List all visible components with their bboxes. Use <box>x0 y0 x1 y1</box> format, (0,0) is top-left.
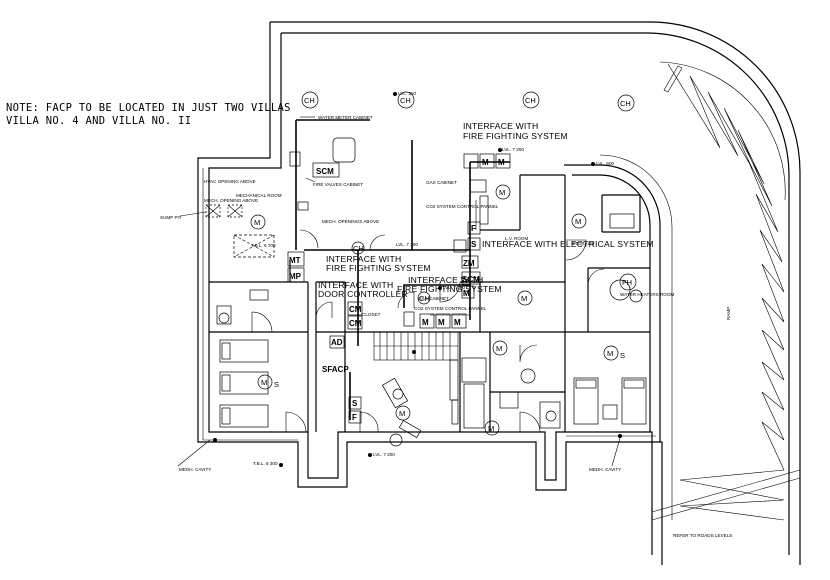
level-700: T.B.L. 6 700 <box>251 243 276 248</box>
m-box-2: M <box>498 158 505 167</box>
s-label: S <box>471 240 477 249</box>
m-symbol: M <box>575 217 581 226</box>
lv-room-label: L.V. ROOM <box>505 236 528 241</box>
m-symbol: M <box>488 424 494 433</box>
m-symbol: M <box>496 344 502 353</box>
fh-symbol: FH <box>622 278 632 287</box>
f-label: F <box>471 224 476 233</box>
interface-door-1: INTERFACE WITH <box>318 280 393 290</box>
cm1-label: CM <box>349 305 362 314</box>
note-line-2: VILLA NO. 4 AND VILLA NO. II <box>6 115 191 127</box>
interior-walls <box>209 174 650 432</box>
s-symbol: S <box>274 380 279 389</box>
interface-fire-mid-1: INTERFACE WITH <box>326 254 401 264</box>
s-panel-label: S <box>352 399 358 408</box>
equipment-boxes: SCM MT MP CM CM AD SFACP S F M M F S ZM … <box>287 153 511 424</box>
level-200c: LVL. 7 200 <box>373 452 395 457</box>
interface-electrical: INTERFACE WITH ELECTRICAL SYSTEM <box>482 239 654 249</box>
level-300b: T.B.L. 6 300 <box>253 461 278 466</box>
m-symbol: M <box>499 188 505 197</box>
medh-cavity2-label: MEDH. CAVITY <box>589 467 621 472</box>
m-box-1: M <box>482 158 489 167</box>
m-box-low-2: M <box>438 318 445 327</box>
sfacp-label: SFACP <box>322 365 349 374</box>
interface-fire-low-2: FIRE FIGHTING SYSTEM <box>397 284 502 294</box>
small-labels: WATER METER CABINET FIRE VALVES CABINET … <box>160 91 732 538</box>
cm2-label: CM <box>349 319 362 328</box>
ch-symbol: CH <box>353 244 364 253</box>
interface-door-2: DOOR CONTROLLER <box>318 289 408 299</box>
smoke-detectors: M M M M M M S M S M M FH <box>250 184 637 436</box>
sump-pit-label: SUMP PIT <box>160 215 182 220</box>
interface-fire-low-1: INTERFACE WITH <box>408 275 483 285</box>
gas-cabinet-label: GAS CABINET <box>426 180 457 185</box>
storage-label: STORAGE <box>572 241 594 246</box>
ch-symbol: CH <box>620 99 631 108</box>
furniture <box>205 137 647 447</box>
m-box-low-3: M <box>454 318 461 327</box>
ramp-zigzag: RAMP <box>651 63 801 521</box>
hvac-label: HVAC OPENING ABOVE <box>204 179 256 184</box>
level-markers <box>213 92 622 467</box>
leader-lines <box>177 116 621 467</box>
roads-label: REFER TO ROADS LEVELS <box>673 533 732 538</box>
m-box-mid: M <box>463 289 470 298</box>
exterior-walls <box>197 21 801 565</box>
m-symbol: M <box>607 349 613 358</box>
m-symbol: M <box>399 409 405 418</box>
m-symbol: M <box>261 378 267 387</box>
ch-symbol: CH <box>525 96 536 105</box>
gas-cabinet2-label: GAS CABINET <box>418 296 449 301</box>
medh-cavity-label: MEDH. CAVITY <box>179 467 211 472</box>
cable-routing <box>202 119 656 441</box>
ch-symbol: CH <box>400 96 411 105</box>
mech-opening-label: MECH. OPENING ABOVE <box>204 198 258 203</box>
mech-opening2-label: MECH. OPENINGS ABOVE <box>322 219 379 224</box>
closet-label: CLOSET <box>362 312 381 317</box>
water-meter-label: WATER METER CABINET <box>318 115 373 120</box>
scm-top-label: SCM <box>316 167 334 176</box>
level-200: LVL. 7 200 <box>502 147 524 152</box>
m-box-low-1: M <box>422 318 429 327</box>
co2-2-label: CO2 SYSTEM CONTROL PANNEL <box>414 306 487 311</box>
ch-symbol: CH <box>304 96 315 105</box>
ramp-label: RAMP <box>726 307 731 320</box>
scm-mid-label: SCM <box>462 275 480 284</box>
level-200b: LVL. 7 200 <box>443 285 465 290</box>
m-symbol: M <box>521 294 527 303</box>
mp-label: MP <box>289 272 302 281</box>
door-swings <box>251 229 605 433</box>
m-symbol: M <box>254 218 260 227</box>
fire-valves-label: FIRE VALVES CABINET <box>313 182 363 187</box>
level-350: LVL. 350 <box>398 91 416 96</box>
water-heaters-label: WATER HEATERS ROOM <box>620 292 674 297</box>
interface-fire-top-2: FIRE FIGHTING SYSTEM <box>463 131 568 141</box>
level-300: LVL. 7 300 <box>396 242 418 247</box>
interface-fire-mid-2: FIRE FIGHTING SYSTEM <box>326 263 431 273</box>
ch-symbol: CH <box>419 294 430 303</box>
ceiling-heat-detectors: CH CH CH CH CH CH <box>301 91 635 305</box>
staircase <box>373 331 459 361</box>
interface-fire-top-1: INTERFACE WITH <box>463 121 538 131</box>
mt-label: MT <box>289 256 301 265</box>
mech-room-label: MECHANICAL ROOM <box>236 193 282 198</box>
s-symbol: S <box>620 351 625 360</box>
co2-label: CO2 SYSTEM CONTROL PANNEL <box>426 204 499 209</box>
note-line-1: NOTE: FACP TO BE LOCATED IN JUST TWO VIL… <box>6 102 291 114</box>
ad-label: AD <box>331 338 343 347</box>
f-panel-label: F <box>352 413 357 422</box>
zm-label: ZM <box>463 259 475 268</box>
level-600: LVL. 600 <box>596 161 614 166</box>
